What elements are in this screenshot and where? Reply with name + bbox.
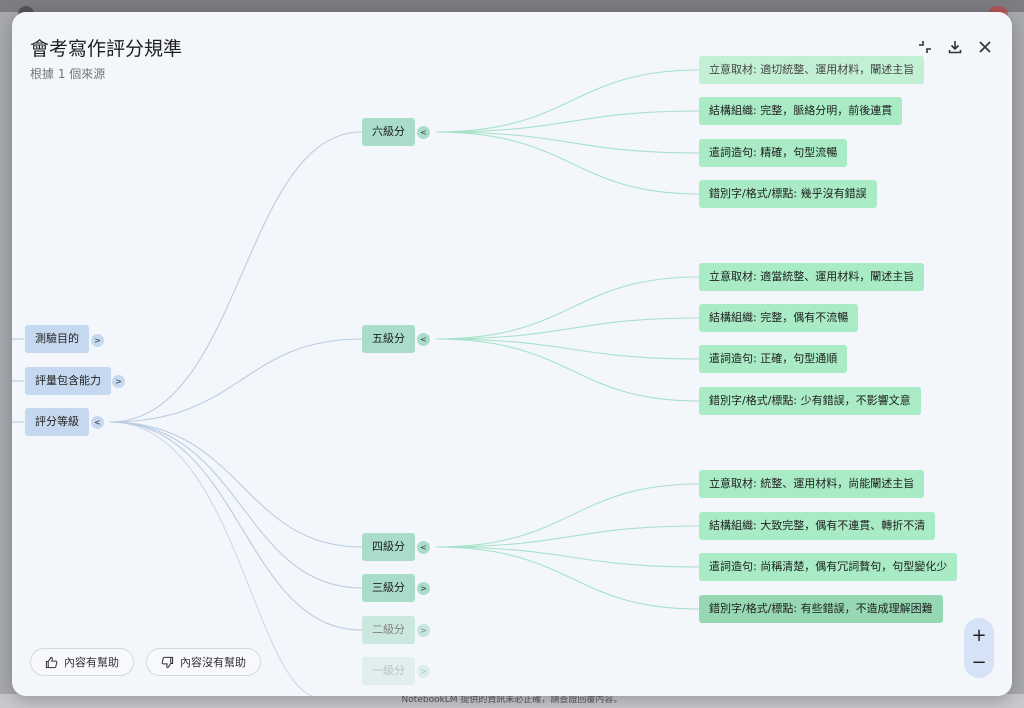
close-icon xyxy=(979,41,991,53)
node-level-6[interactable]: 六級分 xyxy=(362,118,415,146)
app-backdrop xyxy=(0,0,1024,12)
zoom-in-button[interactable]: + xyxy=(971,624,987,646)
leaf-five-0[interactable]: 立意取材: 適當統整、運用材料，闡述主旨 xyxy=(699,263,925,291)
node-level-4[interactable]: 四級分 xyxy=(362,533,415,561)
leaf-six-1[interactable]: 結構組織: 完整，脈絡分明，前後連貫 xyxy=(699,97,903,125)
node-grading-levels[interactable]: 評分等級 xyxy=(25,408,89,436)
collapse-button[interactable] xyxy=(914,36,936,58)
collapse-toggle[interactable]: < xyxy=(417,333,430,346)
helpful-label: 內容有幫助 xyxy=(64,656,119,669)
not-helpful-button[interactable]: 內容沒有幫助 xyxy=(146,648,261,676)
footer-bar xyxy=(0,694,1024,708)
leaf-four-0[interactable]: 立意取材: 統整、運用材料，尚能闡述主旨 xyxy=(699,470,925,498)
expand-toggle[interactable]: > xyxy=(417,624,430,637)
node-level-3[interactable]: 三級分 xyxy=(362,574,415,602)
leaf-four-3[interactable]: 錯別字/格式/標點: 有些錯誤，不造成理解困難 xyxy=(699,595,943,623)
collapse-icon xyxy=(919,41,931,53)
source-count: 根據 1 個來源 xyxy=(30,67,106,81)
leaf-six-2[interactable]: 遣詞造句: 精確，句型流暢 xyxy=(699,139,848,167)
node-level-1[interactable]: 一級分 xyxy=(362,657,415,685)
footer-disclaimer: NotebookLM 提供的資訊未必正確，請查證回覆內容。 xyxy=(401,695,623,705)
collapse-toggle[interactable]: < xyxy=(91,416,104,429)
leaf-five-1[interactable]: 結構組織: 完整，偶有不流暢 xyxy=(699,304,859,332)
download-button[interactable] xyxy=(944,36,966,58)
not-helpful-label: 內容沒有幫助 xyxy=(180,656,246,669)
leaf-four-2[interactable]: 遣詞造句: 尚稱清楚，偶有冗詞贅句，句型變化少 xyxy=(699,553,958,581)
mindmap-dialog: 會考寫作評分規準 根據 1 個來源 xyxy=(12,12,1012,696)
zoom-out-button[interactable]: − xyxy=(971,651,987,673)
download-icon xyxy=(948,41,962,54)
collapse-toggle[interactable]: < xyxy=(417,541,430,554)
thumbs-down-icon xyxy=(161,656,174,668)
mindmap-connectors xyxy=(12,69,700,696)
collapse-toggle[interactable]: < xyxy=(417,126,430,139)
dialog-title: 會考寫作評分規準 xyxy=(30,38,183,60)
expand-toggle[interactable]: > xyxy=(91,334,104,347)
expand-toggle[interactable]: > xyxy=(417,582,430,595)
expand-toggle[interactable]: > xyxy=(417,665,430,678)
helpful-button[interactable]: 內容有幫助 xyxy=(30,648,134,676)
close-button[interactable] xyxy=(974,36,996,58)
leaf-four-1[interactable]: 結構組織: 大致完整，偶有不連貫、轉折不清 xyxy=(699,512,936,540)
node-level-5[interactable]: 五級分 xyxy=(362,325,415,353)
node-test-purpose[interactable]: 測驗目的 xyxy=(25,325,89,353)
node-assessed-abilities[interactable]: 評量包含能力 xyxy=(25,367,111,395)
leaf-six-3[interactable]: 錯別字/格式/標點: 幾乎沒有錯誤 xyxy=(699,180,877,208)
leaf-five-3[interactable]: 錯別字/格式/標點: 少有錯誤，不影響文意 xyxy=(699,387,921,415)
leaf-six-0[interactable]: 立意取材: 適切統整、運用材料，闡述主旨 xyxy=(699,56,925,84)
thumbs-up-icon xyxy=(45,656,58,668)
zoom-controls: + − xyxy=(964,618,994,678)
node-level-2[interactable]: 二級分 xyxy=(362,616,415,644)
expand-toggle[interactable]: > xyxy=(112,375,125,388)
leaf-five-2[interactable]: 遣詞造句: 正確，句型通順 xyxy=(699,345,848,373)
